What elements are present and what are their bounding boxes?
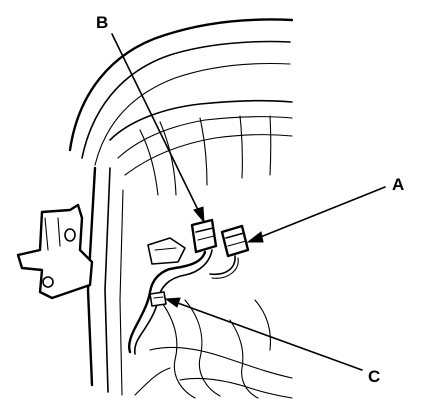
connector-b: [190, 218, 218, 254]
wire-harness: [128, 249, 239, 355]
harness-clip-c: [149, 291, 167, 307]
callout-label-a: A: [392, 175, 404, 194]
seat-spring-wires: [134, 299, 293, 399]
callout-b: B: [96, 13, 205, 224]
callout-a: A: [246, 175, 404, 243]
callout-label-b: B: [96, 13, 108, 32]
seat-cushion-outline: [68, 18, 294, 166]
mounting-bracket: [16, 203, 94, 300]
callout-c: C: [164, 297, 380, 386]
connector-a: [220, 224, 250, 258]
callout-label-c: C: [368, 367, 380, 386]
seat-frame-contours: [109, 99, 293, 196]
side-frame-rail: [86, 166, 124, 396]
harness-clip-plate: [147, 237, 186, 265]
